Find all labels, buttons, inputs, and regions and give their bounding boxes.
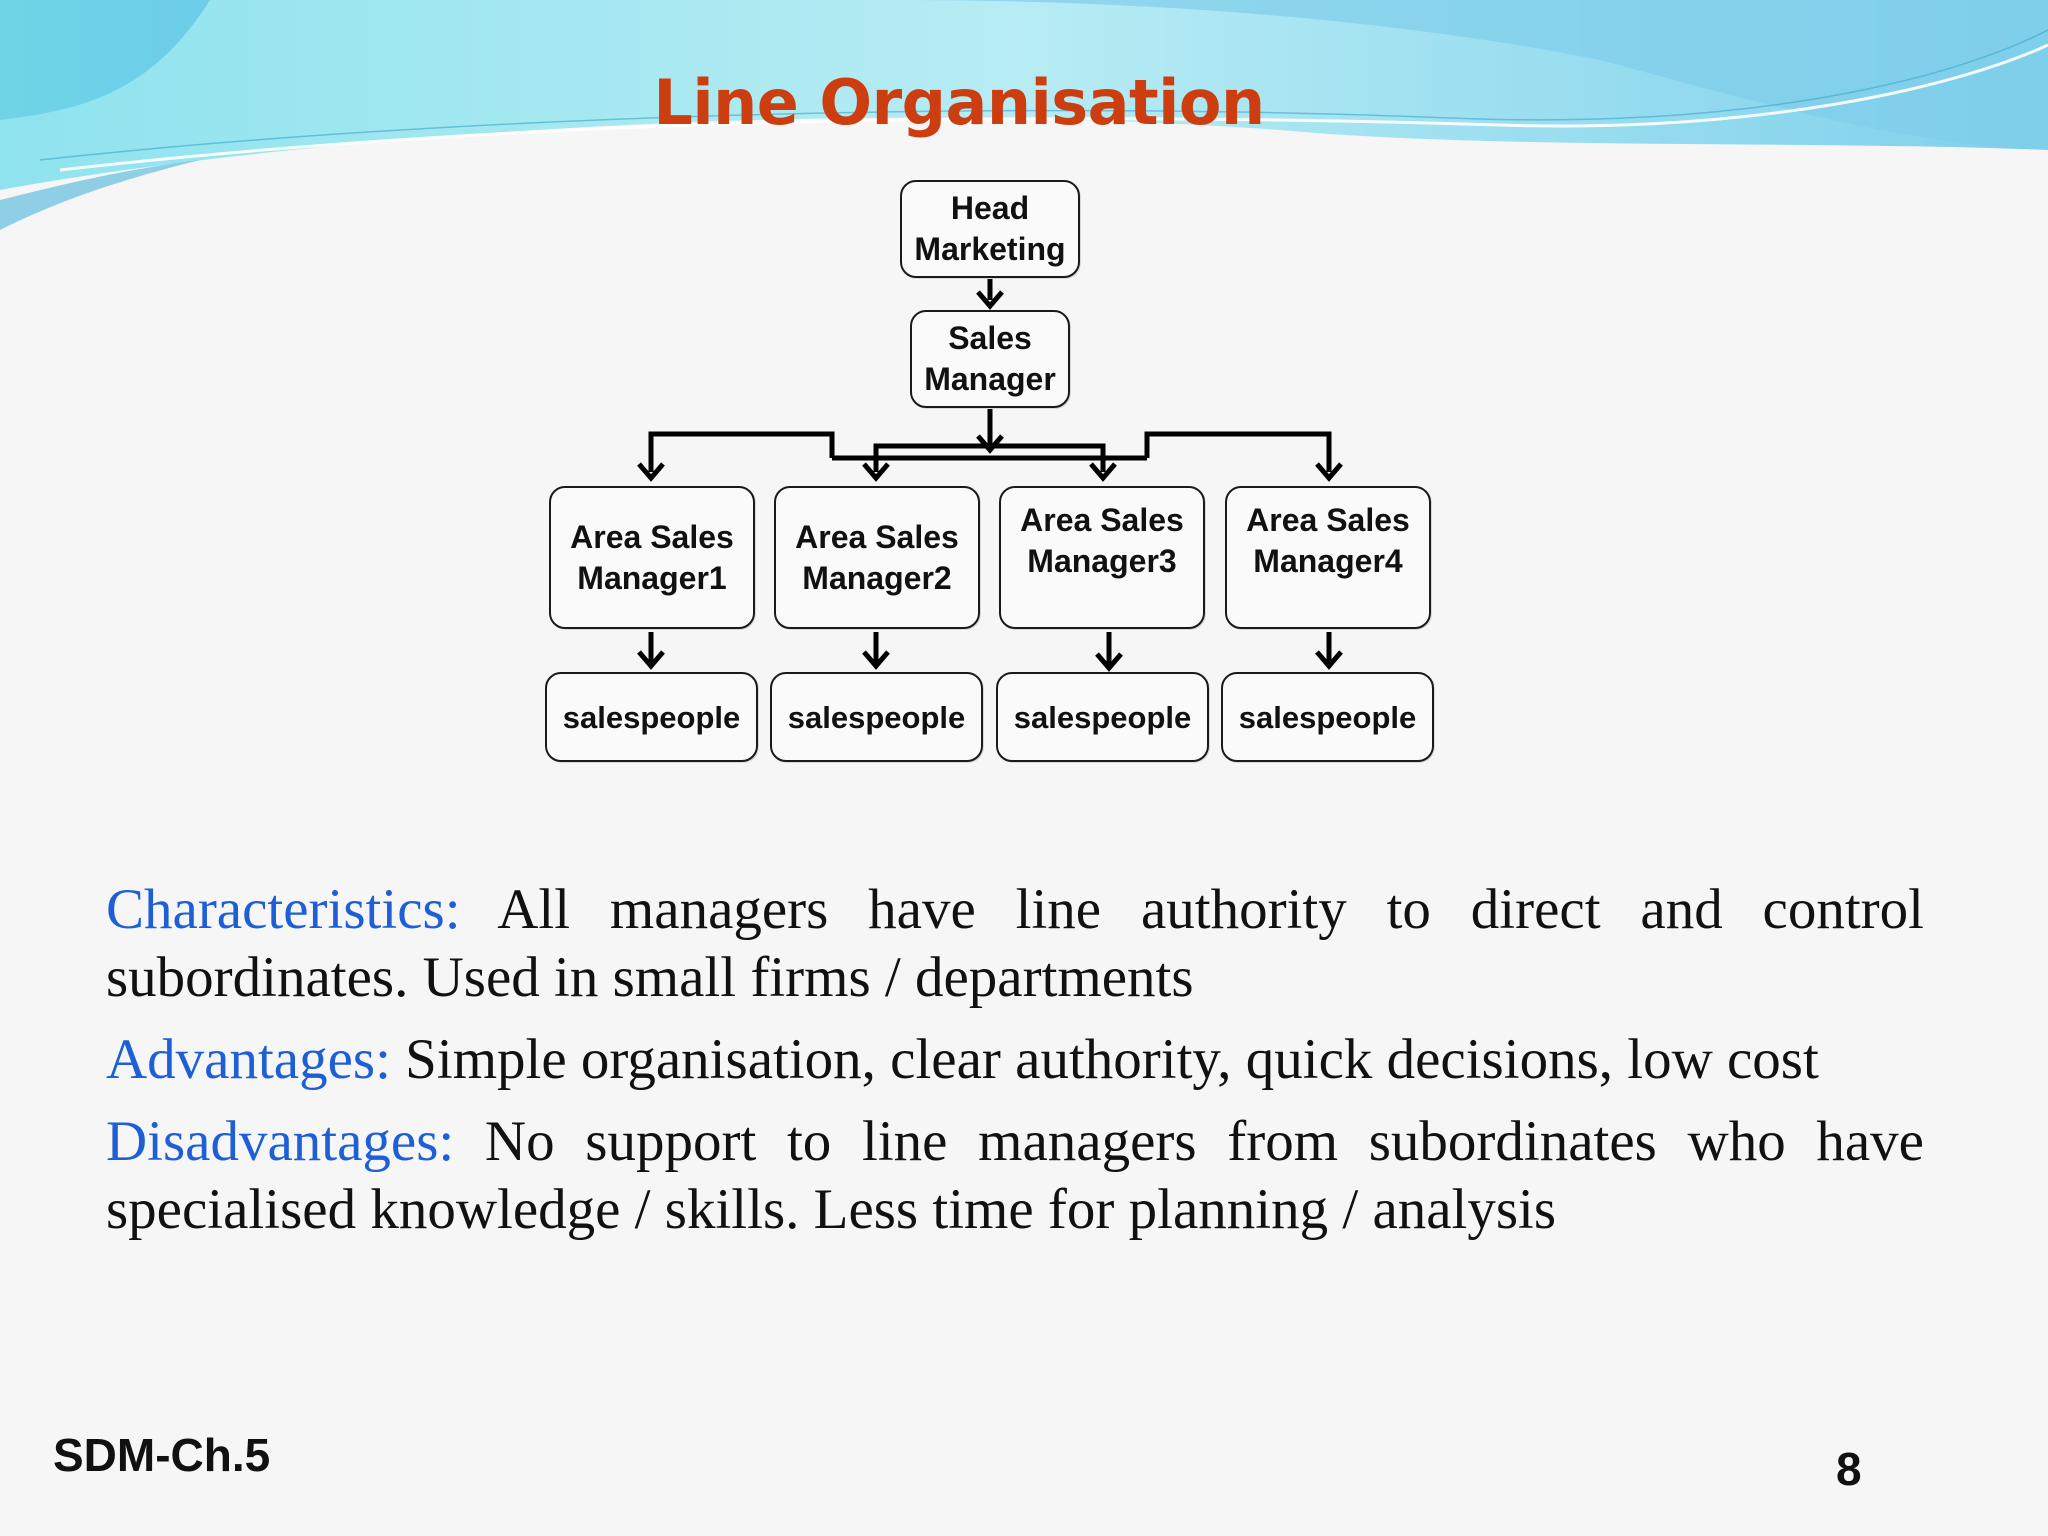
page-number: 8 <box>1836 1443 1862 1495</box>
arrowhead-sp2 <box>862 650 890 670</box>
arrowhead-sp3 <box>1095 652 1123 672</box>
advantages-text: Simple organisation, clear authority, qu… <box>390 1028 1819 1091</box>
node-salespeople-4: salespeople <box>1221 672 1434 762</box>
disadvantages-text: No support to line managers from subordi… <box>106 1110 1924 1241</box>
advantages-paragraph: Advantages: Simple organisation, clear a… <box>106 1026 1924 1094</box>
arrowhead-asm1 <box>637 462 665 482</box>
node-area-sales-manager-2: Area Sales Manager2 <box>774 486 980 629</box>
arrowhead-asm3 <box>1089 462 1117 482</box>
arrowhead-asm2 <box>862 462 890 482</box>
characteristics-paragraph: Characteristics: All managers have line … <box>106 876 1924 1012</box>
connector-asm1 <box>648 431 835 472</box>
org-chart-connectors <box>637 278 1343 672</box>
background-waves <box>0 0 2048 230</box>
characteristics-label: Characteristics: <box>106 878 461 941</box>
body-text: Characteristics: All managers have line … <box>106 876 1924 1258</box>
node-sales-manager: Sales Manager <box>910 310 1070 408</box>
node-area-sales-manager-4: Area Sales Manager4 <box>1225 486 1431 629</box>
characteristics-text: All managers have line authority to dire… <box>106 878 1924 1009</box>
arrowhead-trunk <box>976 434 1004 454</box>
node-salespeople-3: salespeople <box>996 672 1209 762</box>
disadvantages-label: Disadvantages: <box>106 1110 455 1173</box>
arrowhead-asm4 <box>1315 462 1343 482</box>
slide-title: Line Organisation <box>653 66 1265 139</box>
disadvantages-paragraph: Disadvantages: No support to line manage… <box>106 1108 1924 1244</box>
node-salespeople-1: salespeople <box>545 672 758 762</box>
node-area-sales-manager-1: Area Sales Manager1 <box>549 486 755 629</box>
node-salespeople-2: salespeople <box>770 672 983 762</box>
connector-asm4 <box>1144 431 1332 472</box>
connector-asm2 <box>873 443 1106 458</box>
arrowhead-sp1 <box>637 650 665 670</box>
arrowhead-sp4 <box>1315 650 1343 670</box>
node-area-sales-manager-3: Area Sales Manager3 <box>999 486 1205 629</box>
arrowhead-sales <box>976 290 1004 310</box>
advantages-label: Advantages: <box>106 1028 391 1091</box>
footer-chapter-label: SDM-Ch.5 <box>53 1429 271 1481</box>
node-head-marketing: Head Marketing <box>900 180 1080 278</box>
